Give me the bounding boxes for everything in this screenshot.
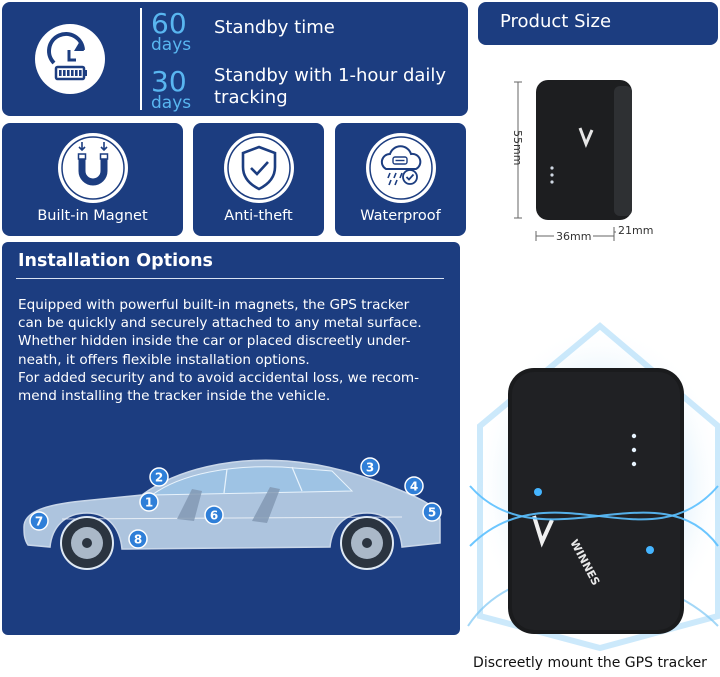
marker-label: 7 <box>35 515 43 529</box>
installation-panel: Installation Options Equipped with power… <box>2 242 460 635</box>
tracking-number: 30 <box>151 65 187 98</box>
feature-magnet: Built-in Magnet <box>2 123 183 236</box>
marker-label: 4 <box>410 480 418 494</box>
height-label: 55mm <box>511 130 524 166</box>
marker-label: 3 <box>366 461 374 475</box>
divider-line <box>140 8 142 110</box>
tracking-label: Standby with 1-hour daily tracking <box>214 65 447 108</box>
marker-7: 7 <box>29 511 49 531</box>
tracking-unit: days <box>151 93 192 113</box>
installation-title: Installation Options <box>18 251 213 271</box>
hero-caption: Discreetly mount the GPS tracker <box>473 655 707 671</box>
shield-icon-circle <box>223 133 294 203</box>
waterproof-icon-circle <box>365 133 436 203</box>
standby-panel: 60 days Standby time 30 days Standby wit… <box>2 2 468 116</box>
feature-label: Anti-theft <box>224 208 293 224</box>
front-wheel <box>60 516 114 570</box>
marker-label: 6 <box>210 509 218 523</box>
marker-label: 5 <box>428 506 436 520</box>
marker-label: 8 <box>134 533 142 547</box>
standby-label: Standby time <box>214 17 335 38</box>
marker-label: 2 <box>155 471 163 485</box>
marker-4: 4 <box>404 476 424 496</box>
tracker-dimension-drawing <box>514 80 651 241</box>
depth-label: 21mm <box>616 224 656 237</box>
magnet-icon-circle <box>57 133 128 203</box>
car-illustration: 1 2 3 4 5 6 7 8 <box>23 457 442 570</box>
marker-1: 1 <box>139 492 159 512</box>
magnet-icon <box>60 136 125 200</box>
standby-days-value: 60 days <box>151 10 191 54</box>
marker-2: 2 <box>149 467 169 487</box>
waterproof-cloud-icon <box>368 136 433 200</box>
feature-anti-theft: Anti-theft <box>193 123 324 236</box>
marker-label: 1 <box>145 496 153 510</box>
product-dimensions: 55mm 36mm 21mm <box>506 70 676 250</box>
battery-clock-icon <box>35 24 105 94</box>
feature-label: Waterproof <box>360 208 441 224</box>
feature-waterproof: Waterproof <box>335 123 466 236</box>
marker-6: 6 <box>204 505 224 525</box>
marker-8: 8 <box>128 529 148 549</box>
product-size-header: Product Size <box>478 2 718 45</box>
feature-label: Built-in Magnet <box>37 208 148 224</box>
width-label: 36mm <box>554 230 594 243</box>
rear-wheel <box>340 516 394 570</box>
shield-check-icon <box>226 136 291 200</box>
tracking-days-value: 30 days <box>151 68 191 112</box>
installation-description: Equipped with powerful built-in magnets,… <box>18 297 422 405</box>
standby-unit: days <box>151 35 192 55</box>
title-divider <box>16 278 444 279</box>
tracker-hero-image: WINNES <box>467 322 720 652</box>
product-size-title: Product Size <box>500 11 612 32</box>
marker-3: 3 <box>360 457 380 477</box>
standby-number: 60 <box>151 7 187 40</box>
marker-5: 5 <box>422 502 442 522</box>
